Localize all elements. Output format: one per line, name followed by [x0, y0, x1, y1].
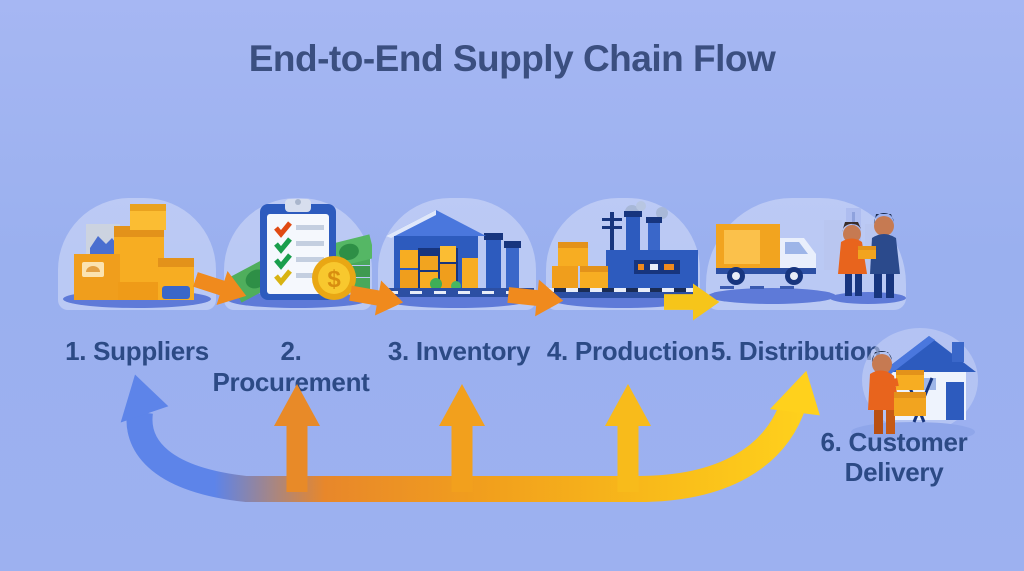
stage-distribution-vignette [706, 198, 906, 310]
stage-label-6: 6. Customer Delivery [820, 427, 968, 487]
stage-label-1: 1. Suppliers [65, 336, 209, 366]
stage-procurement-vignette: $ [224, 198, 372, 310]
stage-arrow-4 [664, 283, 720, 321]
stage-label-2: 2. Procurement [212, 336, 370, 397]
stage-arrow-3 [507, 279, 564, 317]
stage-label-4: 4. Production [546, 336, 710, 366]
stage-label-5: 5. Distribution [710, 336, 882, 366]
dollar-coin-symbol: $ [327, 266, 341, 293]
flow-branch-procurement [274, 384, 320, 492]
flow-arrow [120, 370, 820, 502]
stage-label-3: 3. Inventory [387, 336, 531, 366]
supplier-boxes-icon [63, 204, 211, 308]
flow-branch-inventory [439, 384, 485, 492]
flow-arrowhead-left [120, 374, 169, 423]
stage-arrow-1 [193, 271, 247, 305]
page-title: End-to-End Supply Chain Flow [248, 38, 776, 79]
production-factory-icon [548, 201, 698, 308]
stage-production-vignette [546, 198, 700, 310]
stage-arrow-2 [349, 280, 404, 316]
procurement-clipboard-icon: $ [228, 199, 372, 308]
distribution-truck-icon [708, 208, 906, 304]
customer-delivery-icon [851, 328, 978, 442]
inventory-warehouse-icon [380, 210, 534, 308]
flow-arrowhead-right [769, 370, 820, 416]
flow-branch-production [605, 384, 651, 492]
stage-suppliers-vignette [58, 198, 216, 310]
